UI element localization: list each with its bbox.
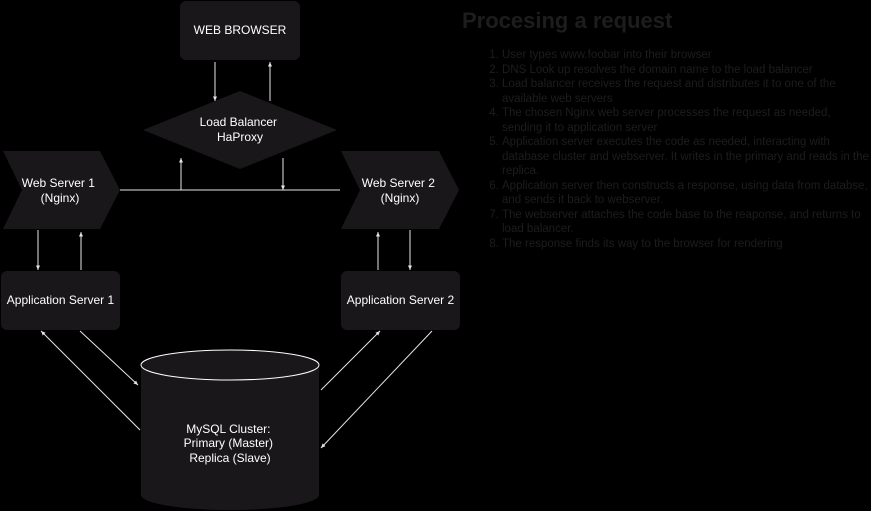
step-item: The response finds its way to the browse… [502, 237, 871, 252]
step-item: The webserver attaches the code base to … [502, 208, 871, 237]
connectors [36, 62, 433, 449]
web-server-1-label-line-1: Web Server 1 [22, 176, 95, 190]
load-balancer-label-line-2: HaProxy [217, 130, 263, 144]
database-node: MySQL Cluster: Primary (Master) Replica … [140, 349, 320, 510]
request-steps-panel: Procesing a request User types www.fooba… [462, 6, 871, 251]
web-server-1-node [3, 151, 120, 229]
app-server-2-node: Application Server 2 [341, 271, 460, 330]
web-server-1-label-line-2: (Nginx) [41, 191, 80, 205]
connector-db-to-app2 [320, 330, 381, 391]
load-balancer-node [143, 91, 337, 169]
steps-list: User types www.foobar into their browser… [462, 48, 871, 251]
step-item: DNS Look up resolves the domain name to … [502, 63, 871, 78]
connector-db-to-app1 [40, 330, 141, 431]
web-server-2-node [341, 151, 459, 229]
web-server-2-label: Web Server 2 (Nginx) [362, 176, 439, 205]
step-item: Load balancer receives the request and d… [502, 77, 871, 106]
web-server-1-label: Web Server 1 (Nginx) [22, 176, 99, 205]
app-server-2-label: Application Server 2 [346, 293, 455, 307]
step-item: Application server executes the code as … [502, 135, 871, 179]
app-server-1-label: Application Server 1 [6, 293, 115, 307]
web-server-2-label-line-2: (Nginx) [381, 191, 420, 205]
database-label-line-2: Primary (Master) [184, 436, 273, 450]
connector-app2-to-db [320, 330, 433, 449]
step-item: Application server then constructs a res… [502, 179, 871, 208]
web-server-2-label-line-1: Web Server 2 [362, 176, 435, 190]
database-top [140, 349, 320, 381]
database-label-line-3: Replica (Slave) [189, 451, 270, 465]
database-label: MySQL Cluster: Primary (Master) Replica … [184, 422, 277, 465]
step-item: The chosen Nginx web server processes th… [502, 106, 871, 135]
web-browser-node: WEB BROWSER [180, 1, 300, 60]
step-item: User types www.foobar into their browser [502, 48, 871, 63]
load-balancer-label-line-1: Load Balancer [200, 115, 277, 129]
web-browser-label: WEB BROWSER [193, 23, 287, 37]
connector-app1-to-db [79, 330, 139, 386]
load-balancer-label: Load Balancer HaProxy [200, 115, 281, 144]
database-label-line-1: MySQL Cluster: [186, 422, 270, 436]
app-server-1-node: Application Server 1 [1, 271, 120, 330]
database-body [141, 365, 319, 510]
panel-title: Procesing a request [462, 8, 673, 33]
